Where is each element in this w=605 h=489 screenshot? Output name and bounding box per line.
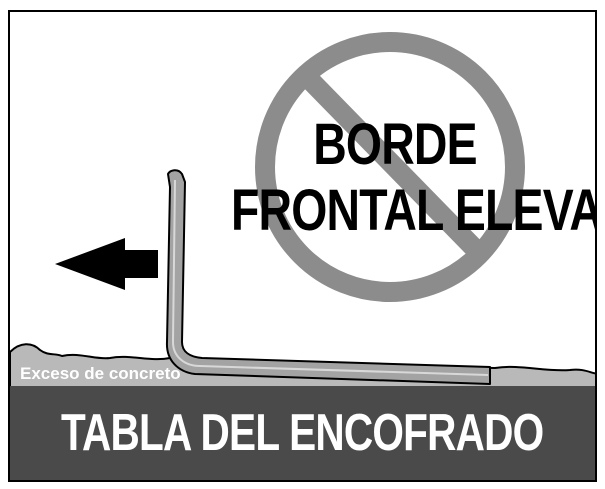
prohibition-icon: [255, 32, 525, 302]
footer-banner: TABLA DEL ENCOFRADO: [10, 386, 595, 480]
illustration-frame: BORDE FRONTAL ELEVADO Exceso de concreto…: [8, 10, 597, 482]
arrow-left-icon: [55, 238, 158, 290]
screed-board-highlight: [171, 179, 489, 376]
warning-line-2: FRONTAL ELEVADO: [231, 178, 597, 243]
excess-concrete-label: Exceso de concreto: [20, 364, 181, 383]
warning-line-1: BORDE: [313, 112, 477, 177]
screed-board: [165, 169, 491, 385]
footer-title: TABLA DEL ENCOFRADO: [61, 404, 544, 462]
raised-edge-warning: BORDE FRONTAL ELEVADO: [190, 112, 597, 244]
